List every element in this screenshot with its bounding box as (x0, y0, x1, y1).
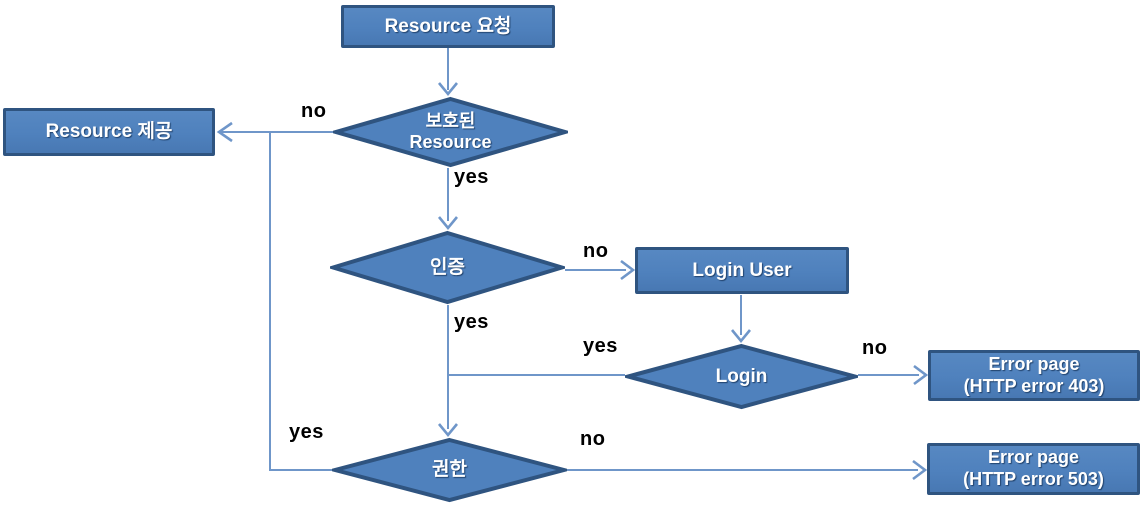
node-login-label: Login (715, 365, 768, 387)
edge-label-permission-yes: yes (289, 421, 324, 443)
node-error-503-line2: (HTTP error 503) (963, 469, 1104, 489)
edge-label-login-no: no (862, 337, 888, 359)
node-permission-label: 권한 (432, 459, 467, 481)
edge-label-auth-no: no (583, 240, 609, 262)
node-resource-provide-label: Resource 제공 (45, 121, 173, 143)
diamond-shape (333, 96, 568, 168)
node-error-403-line1: Error page (988, 353, 1080, 374)
diamond-shape (625, 343, 858, 410)
diamond-shape (330, 230, 565, 305)
edge-label-protected-no: no (301, 100, 327, 122)
node-error-503: Error page (HTTP error 503) (927, 443, 1140, 495)
node-auth: 인증 (330, 230, 565, 305)
edge-label-login-yes: yes (583, 335, 618, 357)
edge-label-protected-yes: yes (454, 166, 489, 188)
node-error-503-line1: Error page (987, 447, 1080, 468)
node-auth-label: 인증 (430, 256, 465, 278)
node-protected-resource: 보호된 Resource (333, 96, 568, 168)
edge-label-auth-yes: yes (454, 311, 489, 333)
node-login-user: Login User (635, 247, 849, 294)
node-error-403: Error page (HTTP error 403) (928, 350, 1140, 401)
node-resource-request-label: Resource 요청 (384, 15, 512, 37)
node-login: Login (625, 343, 858, 410)
node-resource-provide: Resource 제공 (3, 108, 215, 156)
node-login-user-label: Login User (692, 259, 792, 281)
node-resource-request: Resource 요청 (341, 5, 555, 48)
node-permission: 권한 (332, 437, 567, 503)
edge-label-permission-no: no (580, 428, 606, 450)
node-error-403-line2: (HTTP error 403) (963, 375, 1105, 396)
diamond-shape (332, 437, 567, 503)
node-protected-resource-line1: 보호된 (425, 111, 476, 132)
node-protected-resource-line2: Resource (409, 132, 492, 152)
